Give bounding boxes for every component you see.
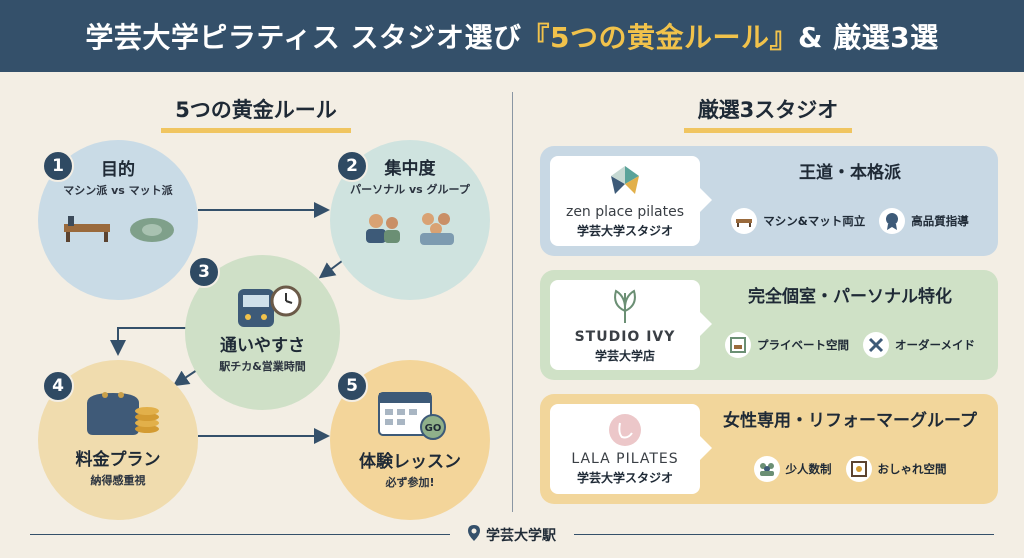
rule-1-title: 目的 [101,159,135,180]
rules-section-title: 5つの黄金ルール [20,92,492,133]
studio-branch: 学芸大学店 [594,348,655,363]
studio-card-studio-ivy[interactable]: STUDIO IVY 学芸大学店 完全個室・パーソナル特化 プライベート空間 オ… [540,270,998,380]
people-icon [366,212,454,245]
studio-branch: 学芸大学スタジオ [576,223,673,238]
rule-2-number: 2 [336,150,368,182]
footer: 学芸大学駅 [0,522,1024,548]
tag-item: オーダーメイド [862,332,975,358]
go-badge: GO [425,423,442,434]
ivy-leaf-icon [614,288,636,323]
rule-1-number: 1 [42,150,74,182]
rule-4-sub: 納得感重視 [90,473,146,487]
studio-card-lala-pilates[interactable]: LALA PILATES 学芸大学スタジオ 女性専用・リフォーマーグループ 少人… [540,394,998,504]
header-title-post: & 厳選3選 [797,21,939,54]
studio-logo-lala-pilates: LALA PILATES 学芸大学スタジオ [550,404,712,494]
tag-item: おしゃれ空間 [845,456,947,482]
rule-2-sub: パーソナル vs グループ [350,182,470,196]
studio-headline: 女性専用・リフォーマーグループ [723,411,977,431]
rule-5-number: 5 [336,370,368,402]
studio-name: zen place pilates [565,203,685,220]
rule-4-number: 4 [42,370,74,402]
rule-5-title: 体験レッスン [359,451,461,472]
lala-logo-icon [609,413,641,446]
studio-logo-studio-ivy: STUDIO IVY 学芸大学店 [550,280,712,370]
machine-mat-icon [64,215,174,242]
studios-section-title: 厳選3スタジオ [532,92,1004,133]
studio-card-zen-place[interactable]: zen place pilates 学芸大学スタジオ 王道・本格派 マシン&マッ… [540,146,998,256]
bed-icon [731,208,758,234]
arrow-3-4a [110,327,186,356]
tag-item: 高品質指導 [879,208,969,234]
location-pin-icon [468,525,480,545]
rule-4-title: 料金プラン [75,449,161,470]
footer-line-left [30,534,450,535]
studio-tags: プライベート空間 オーダーメイド [712,332,988,358]
tag-item: プライベート空間 [724,332,849,358]
wallet-coins-icon [87,391,159,435]
train-clock-icon [237,285,301,327]
studio-branch: 学芸大学スタジオ [576,470,673,485]
studio-tags: 少人数制 おしゃれ空間 [712,456,988,482]
tag-item: マシン&マット両立 [731,208,865,234]
footer-line-right [574,534,994,535]
center-divider [512,92,513,512]
page-header: 学芸大学ピラティス スタジオ選び 『5つの黄金ルール』 & 厳選3選 [0,0,1024,72]
rule-3-sub: 駅チカ&営業時間 [219,360,306,373]
tag-item: 少人数制 [753,456,832,482]
rule-3-title: 通いやすさ [220,336,305,356]
award-icon [879,208,906,234]
calendar-icon: GO [378,391,446,440]
studio-headline: 王道・本格派 [799,163,901,183]
rule-2-title: 集中度 [384,158,436,179]
header-title-highlight: 『5つの黄金ルール』 [521,21,798,54]
rule-1-sub: マシン派 vs マット派 [63,183,173,197]
studio-headline: 完全個室・パーソナル特化 [748,287,952,307]
studio-logo-zen-place: zen place pilates 学芸大学スタジオ [550,156,712,246]
header-title-pre: 学芸大学ピラティス スタジオ選び [85,21,522,54]
studio-tags: マシン&マット両立 高品質指導 [712,208,988,234]
room-icon [724,332,751,358]
station-name: 学芸大学駅 [486,528,556,544]
tools-icon [862,332,889,358]
studio-name: STUDIO IVY [574,328,676,345]
studio-name: LALA PILATES [571,450,679,467]
rule-3-number: 3 [188,256,220,288]
rule-5-sub: 必ず参加! [385,475,435,489]
interior-icon [845,456,872,482]
zen-place-logo-icon [611,165,639,194]
group-icon [753,456,780,482]
